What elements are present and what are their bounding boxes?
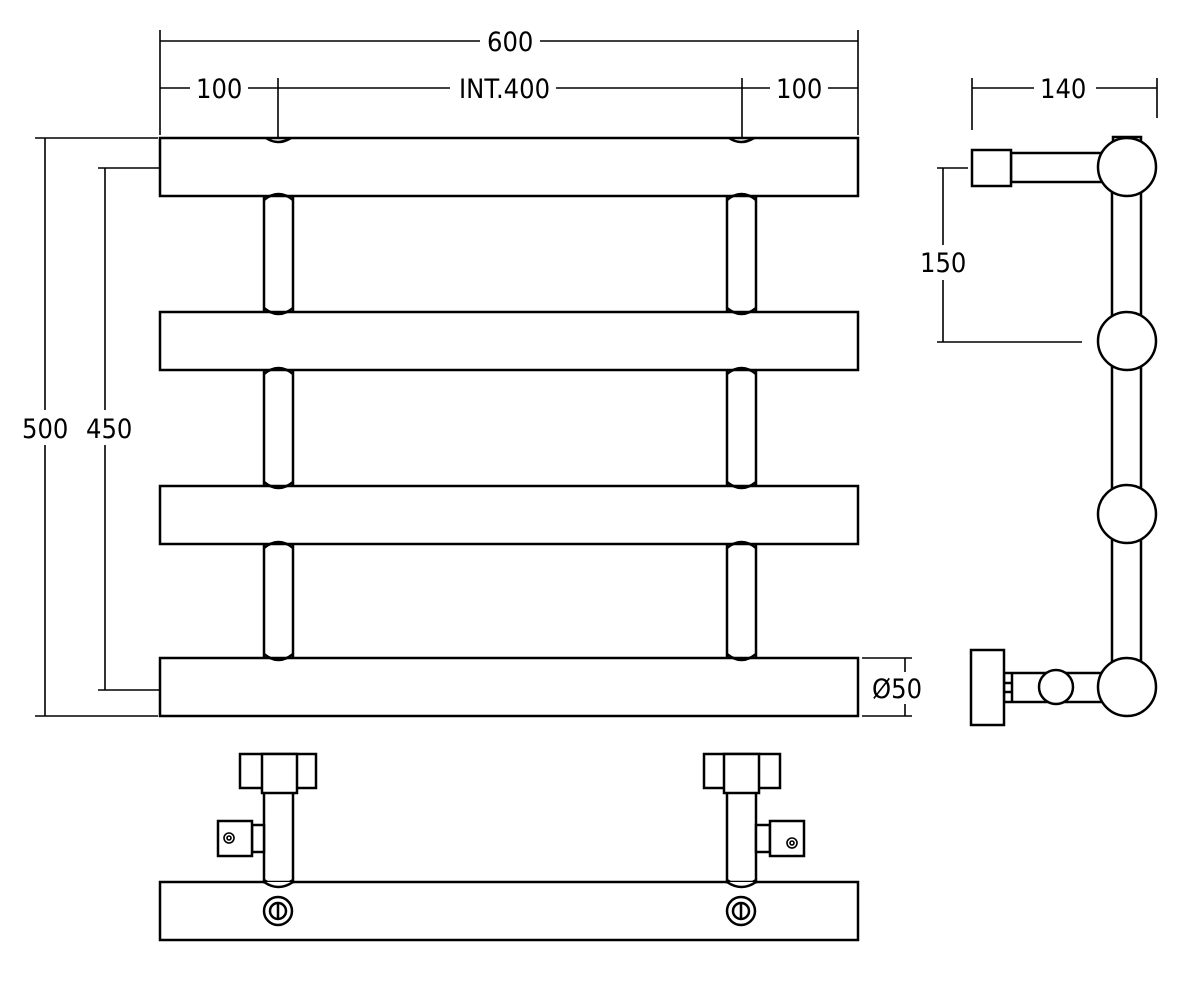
front-view — [158, 136, 860, 718]
dim-100-left: 100 — [196, 74, 242, 105]
dim-600: 600 — [487, 27, 533, 58]
bottom-view — [158, 752, 860, 942]
bar-section-4 — [1096, 656, 1158, 718]
height-dimensions: 500 450 Ø50 — [22, 137, 922, 717]
top-wall-bracket — [970, 148, 1013, 188]
side-view: 140 150 — [920, 74, 1158, 727]
valve-section — [1037, 668, 1075, 706]
dim-int-400: INT.400 — [459, 74, 550, 105]
dim-100-right: 100 — [776, 74, 822, 105]
horizontal-bar-2 — [158, 310, 860, 372]
dim-450: 450 — [86, 414, 132, 445]
width-dimensions: 600 100 INT.400 100 — [159, 27, 859, 138]
dim-diameter-50: Ø50 — [872, 674, 922, 705]
vertical-collectors — [262, 136, 758, 662]
dim-140: 140 — [1040, 74, 1086, 105]
valve-left — [216, 752, 318, 887]
side-collector-tube — [1110, 158, 1143, 682]
bar-section-3 — [1096, 483, 1158, 545]
bar-section-1 — [1096, 136, 1158, 198]
screw-icon-right — [725, 895, 757, 927]
top-wall-bracket-tube — [1009, 151, 1108, 184]
bar-section-2 — [1096, 310, 1158, 372]
dim-150: 150 — [920, 248, 966, 279]
horizontal-bar-1 — [158, 136, 860, 198]
bottom-bar — [158, 880, 860, 942]
horizontal-bar-3 — [158, 484, 860, 546]
dim-500: 500 — [22, 414, 68, 445]
valve-right — [702, 752, 806, 887]
screw-icon-left — [262, 895, 294, 927]
bottom-wall-bracket — [969, 648, 1006, 727]
horizontal-bar-4 — [158, 656, 860, 718]
